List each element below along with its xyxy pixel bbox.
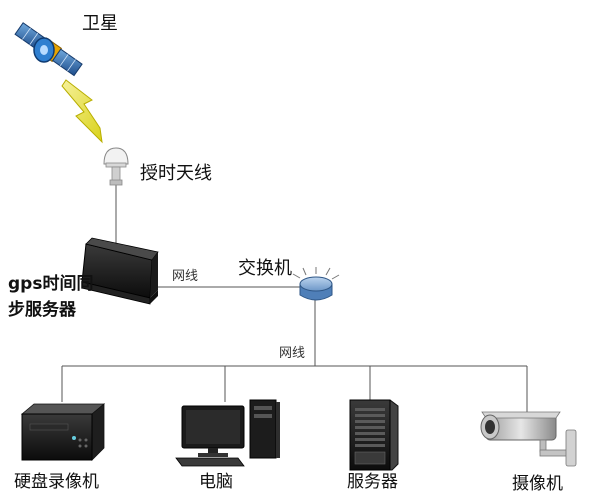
gps-server-label-prefix: gps — [8, 274, 43, 294]
switch-devices-cable-label: 网线 — [279, 346, 306, 361]
tower-server-icon — [349, 399, 399, 471]
gps-server-label-text: 时间同 — [42, 274, 94, 294]
antenna-label: 授时天线 — [140, 163, 212, 184]
camera-icon — [480, 411, 577, 467]
gps-antenna-icon — [103, 147, 129, 186]
gps-server-label-line2: 步服务器 — [8, 300, 76, 320]
device-label-camera: 摄像机 — [512, 474, 563, 494]
server-switch-cable-label: 网线 — [172, 269, 199, 284]
network-switch-icon — [292, 267, 340, 301]
satellite-icon — [14, 22, 83, 77]
computer-icon — [175, 399, 280, 467]
device-label-dvr: 硬盘录像机 — [14, 472, 99, 492]
rack-server-icon — [81, 237, 159, 305]
dvr-icon — [20, 403, 106, 461]
device-label-computer: 电脑 — [199, 472, 233, 492]
device-label-server: 服务器 — [347, 472, 398, 492]
connection-lines — [61, 185, 528, 420]
switch-label: 交换机 — [238, 258, 292, 279]
signal-lightning-icon — [61, 79, 103, 144]
satellite-label: 卫星 — [82, 13, 118, 34]
gps-server-label-line1: gps时间同 — [8, 276, 93, 293]
